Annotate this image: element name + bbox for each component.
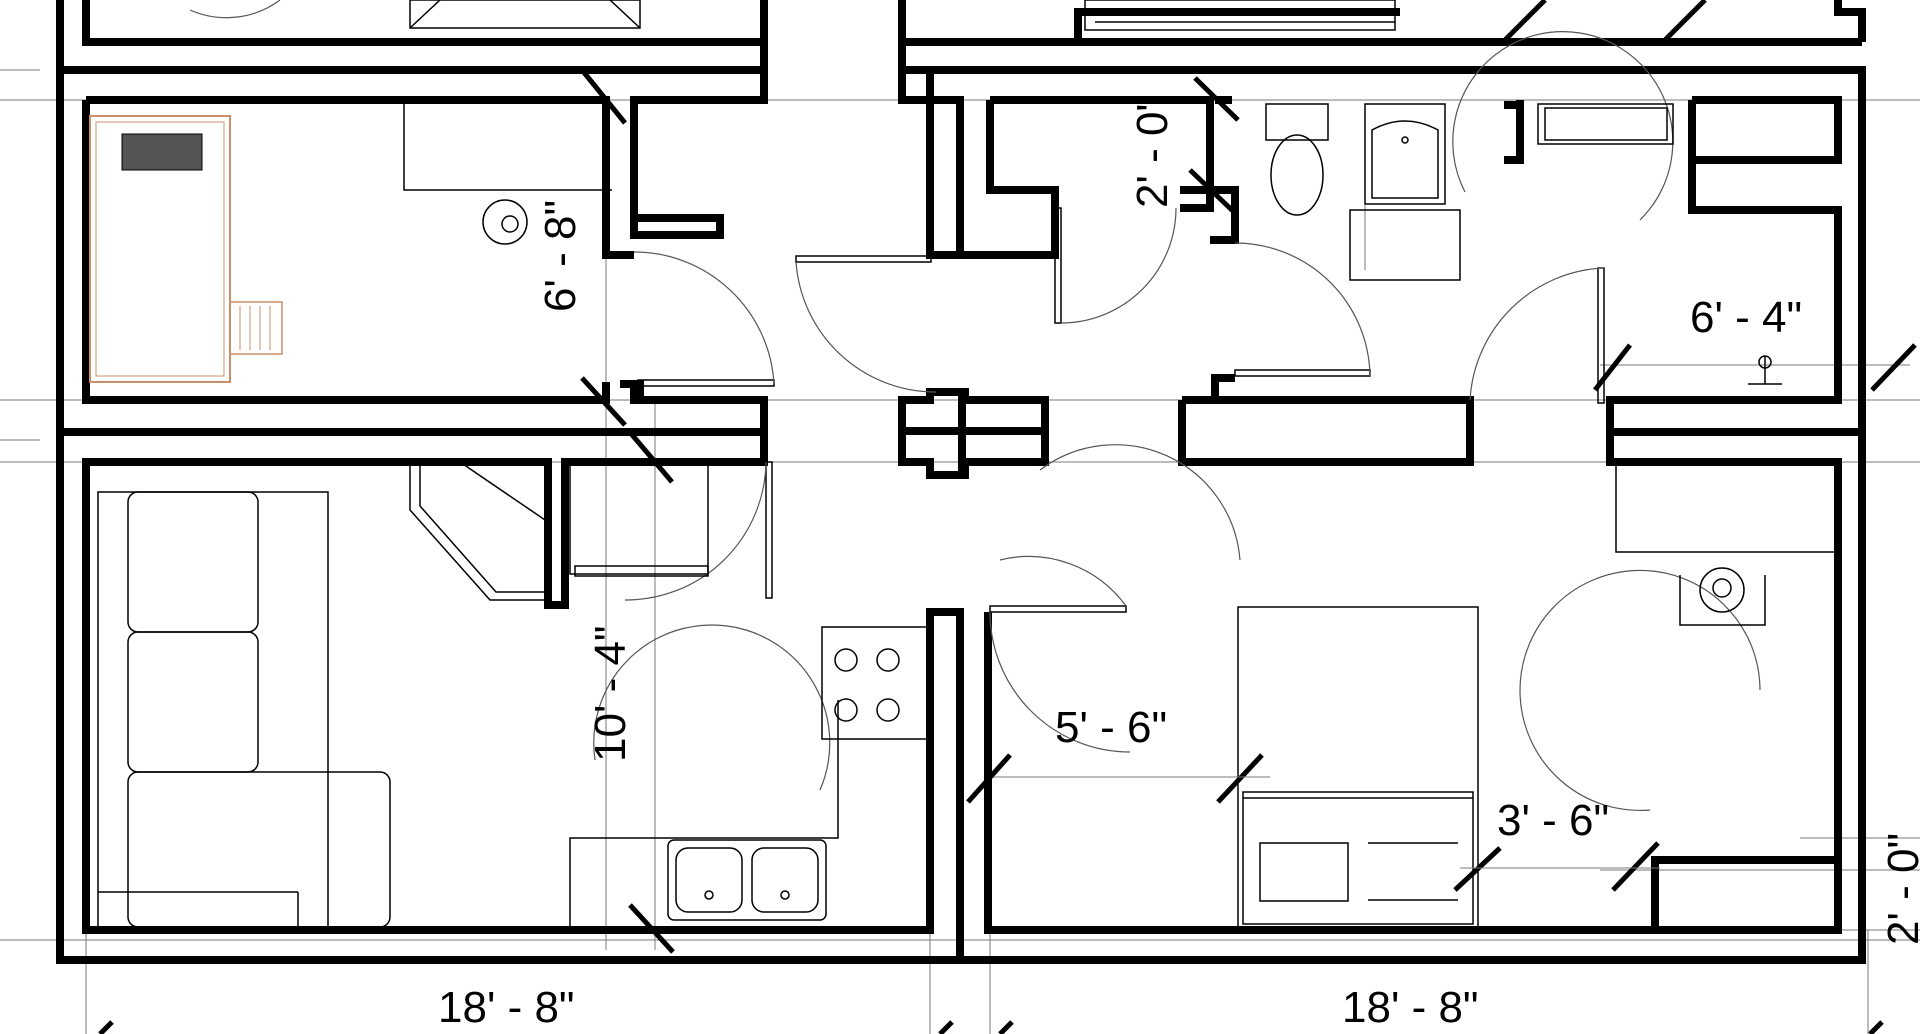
desk-right [1615,461,1837,626]
kitchen-counter [409,461,928,927]
bed-right [1237,606,1479,928]
walls [56,66,1866,964]
dim-overall-right: 18' - 8" [1342,983,1479,1032]
dim-right-closet: 2' - 0" [1879,833,1920,945]
sink-icon [667,839,827,921]
dimension-labels: 6' - 8" 2' - 0" 6' - 4" 10' - 4" 5' - 6"… [438,96,1920,1032]
stove-icon [821,626,928,740]
dim-hall-width: 5' - 6" [1055,703,1167,752]
bathroom-fixtures [1265,103,1782,385]
dim-bath-width: 6' - 4" [1690,293,1802,342]
dim-bedroom-height: 6' - 8" [536,200,585,312]
bottom-dimension-marks [98,1020,1884,1034]
upper-rooms [56,0,1866,74]
dim-overall-left: 18' - 8" [438,983,575,1032]
desk-top-left [403,100,612,245]
sofa [97,491,391,928]
shower-icon [1364,103,1446,205]
chair-icon [482,199,528,245]
chair-icon-right [1699,567,1745,613]
pillow-icon [121,133,203,171]
dim-living-depth: 10' - 4" [586,625,635,762]
doors [593,31,1761,812]
dimension-ticks [580,68,1917,954]
dim-bed-clearance: 3' - 6" [1497,796,1609,845]
dim-closet-depth: 2' - 0" [1128,96,1177,208]
toilet-icon [1270,134,1324,216]
bed-top-left [89,115,283,383]
